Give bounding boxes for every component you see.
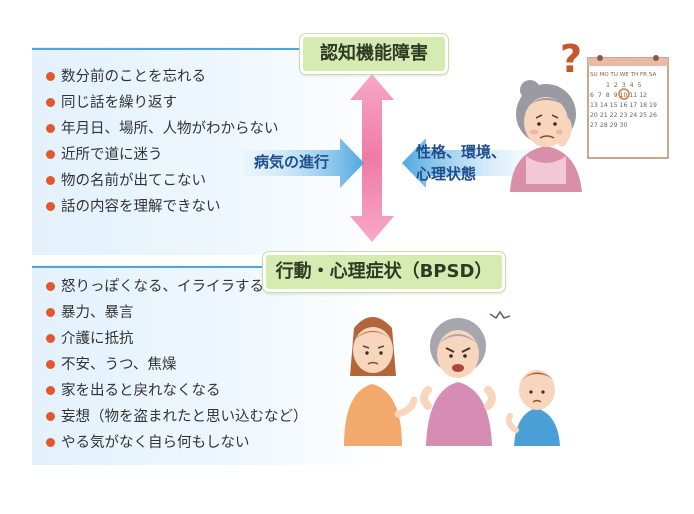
svg-text:1 2 3 4 5: 1 2 3 4 5	[606, 82, 641, 89]
left-arrow-icon	[402, 138, 530, 188]
list-item: 数分前のことを忘れる	[44, 64, 279, 90]
bullet-icon	[46, 72, 55, 81]
cognitive-symptom-list: 数分前のことを忘れる 同じ話を繰り返す 年月日、場所、人物がわからない 近所で道…	[44, 64, 279, 220]
bullet-icon	[46, 150, 55, 159]
calendar-icon: SU MO TU WE TH FR SA 1 2 3 4 5 6 7 8 9 1…	[587, 55, 669, 159]
bpsd-rule	[32, 266, 264, 268]
list-item: 近所で道に迷う	[44, 142, 279, 168]
bullet-icon	[46, 202, 55, 211]
cognitive-title: 認知機能障害	[300, 34, 448, 74]
list-item: 話の内容を理解できない	[44, 194, 279, 220]
bullet-icon	[46, 360, 55, 369]
bullet-icon	[46, 386, 55, 395]
list-item: 妄想（物を盗まれたと思い込むなど）	[44, 404, 308, 430]
bullet-icon	[46, 334, 55, 343]
factors-label: 性格、環境、 心理状態	[416, 143, 507, 183]
right-arrow-icon	[244, 138, 364, 188]
disease-progress-label: 病気の進行	[254, 153, 330, 171]
bullet-icon	[46, 176, 55, 185]
bullet-icon	[46, 98, 55, 107]
bullet-icon	[46, 124, 55, 133]
caregiver-woman-figure	[344, 317, 418, 446]
grandmother-figure	[510, 80, 582, 192]
bpsd-panel	[32, 265, 392, 465]
list-item: 介護に抵抗	[44, 326, 308, 352]
angry-elder-figure	[420, 310, 511, 446]
family-conflict-illustration	[344, 310, 560, 446]
list-item: 暴力、暴言	[44, 300, 308, 326]
cognitive-rule	[32, 48, 302, 50]
anger-mark-icon	[489, 310, 511, 320]
arrow-group	[244, 74, 530, 242]
bullet-icon	[46, 282, 55, 291]
svg-text:SU MO TU WE TH FR SA: SU MO TU WE TH FR SA	[590, 72, 657, 78]
list-item: 同じ話を繰り返す	[44, 90, 279, 116]
confused-elder-illustration: ? SU MO TU WE TH FR SA 1 2 3 4 5 6 7 8 9…	[510, 37, 669, 192]
list-item: 家を出ると戻れなくなる	[44, 378, 308, 404]
list-item: 不安、うつ、焦燥	[44, 352, 308, 378]
svg-text:27 28 29 30: 27 28 29 30	[590, 122, 627, 129]
question-mark-icon: ?	[560, 37, 582, 81]
svg-text:20 21 22 23 24 25 26: 20 21 22 23 24 25 26	[590, 112, 657, 119]
list-item: やる気がなく自ら何もしない	[44, 430, 308, 456]
bpsd-title: 行動・心理症状（BPSD）	[263, 252, 505, 292]
bullet-icon	[46, 308, 55, 317]
bullet-icon	[46, 412, 55, 421]
list-item: 年月日、場所、人物がわからない	[44, 116, 279, 142]
list-item: 物の名前が出てこない	[44, 168, 279, 194]
child-figure	[505, 370, 560, 446]
list-item: 怒りっぽくなる、イライラする	[44, 274, 308, 300]
bullet-icon	[46, 438, 55, 447]
bpsd-symptom-list: 怒りっぽくなる、イライラする 暴力、暴言 介護に抵抗 不安、うつ、焦燥 家を出る…	[44, 274, 308, 456]
svg-text:13 14 15 16 17 18 19: 13 14 15 16 17 18 19	[590, 102, 657, 109]
vertical-double-arrow-icon	[350, 74, 394, 242]
